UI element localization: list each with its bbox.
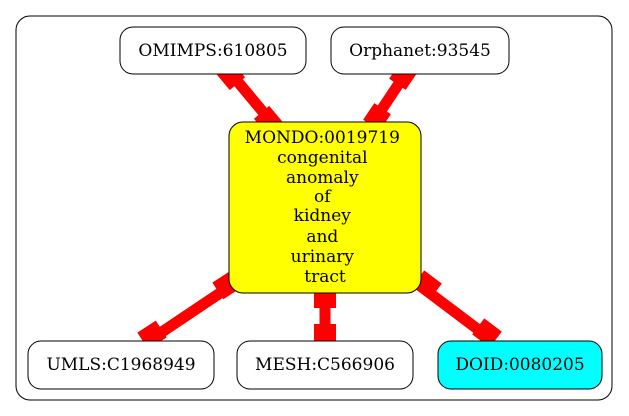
center-node-box (228, 121, 422, 294)
node-mesh[interactable]: MESH:C566906 (236, 340, 414, 390)
node-mesh-label: MESH:C566906 (255, 355, 395, 375)
center-line: kidney (294, 206, 352, 226)
node-orphanet[interactable]: Orphanet:93545 (330, 26, 510, 75)
node-doid-label: DOID:0080205 (455, 355, 584, 375)
center-line: anomaly (286, 168, 359, 188)
center-line: congenital (277, 148, 367, 168)
center-line: tract (304, 267, 346, 287)
center-node[interactable]: MONDO:0019719 congenital anomaly of kidn… (228, 121, 422, 294)
center-line: MONDO:0019719 (245, 128, 400, 148)
center-node-label: MONDO:0019719 congenital anomaly of kidn… (245, 128, 406, 287)
node-doid[interactable]: DOID:0080205 (437, 340, 603, 390)
node-omimps-label: OMIMPS:610805 (138, 41, 287, 61)
node-umls-label: UMLS:C1968949 (46, 355, 195, 375)
center-line: and (306, 227, 338, 247)
node-orphanet-label: Orphanet:93545 (349, 41, 491, 61)
center-line: urinary (291, 247, 355, 267)
center-line: of (314, 187, 332, 207)
node-umls[interactable]: UMLS:C1968949 (27, 340, 215, 390)
node-omimps[interactable]: OMIMPS:610805 (119, 26, 307, 75)
